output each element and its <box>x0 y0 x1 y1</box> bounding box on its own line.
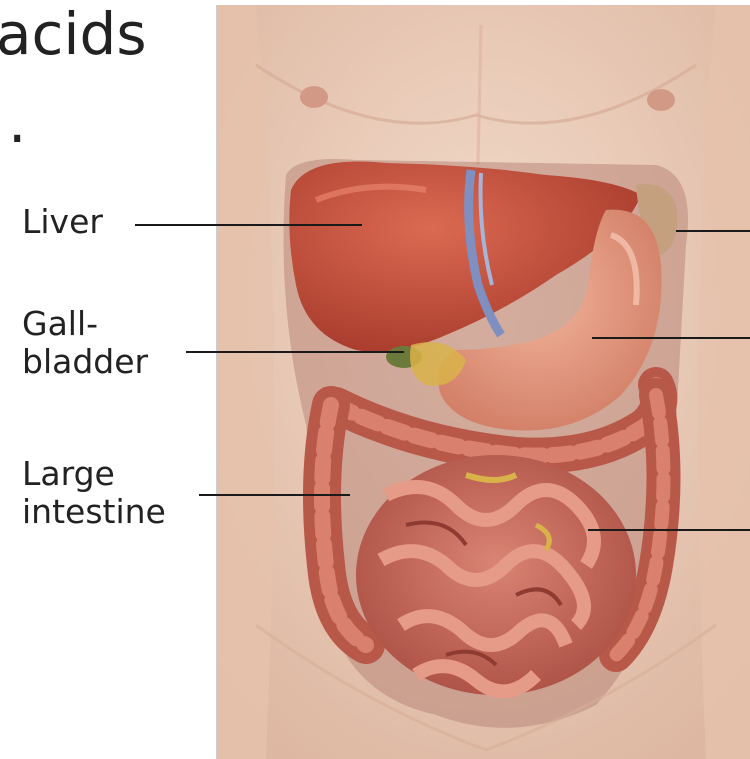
label-liver-text: Liver <box>22 202 103 241</box>
label-large-intestine-line2: intestine <box>22 493 166 531</box>
nipple-left <box>300 86 328 108</box>
label-large-intestine-line1: Large <box>22 455 166 493</box>
label-gallbladder-line1: Gall- <box>22 305 148 343</box>
anatomy-illustration <box>216 5 750 759</box>
label-gallbladder-line2: bladder <box>22 343 148 381</box>
nipple-right <box>647 89 675 111</box>
small-intestine <box>356 455 636 695</box>
slide-period-fragment: . <box>8 92 26 152</box>
label-large-intestine: Large intestine <box>22 455 166 531</box>
label-gallbladder: Gall- bladder <box>22 305 148 381</box>
slide-heading-fragment: acids <box>0 0 147 74</box>
label-liver: Liver <box>22 203 103 241</box>
